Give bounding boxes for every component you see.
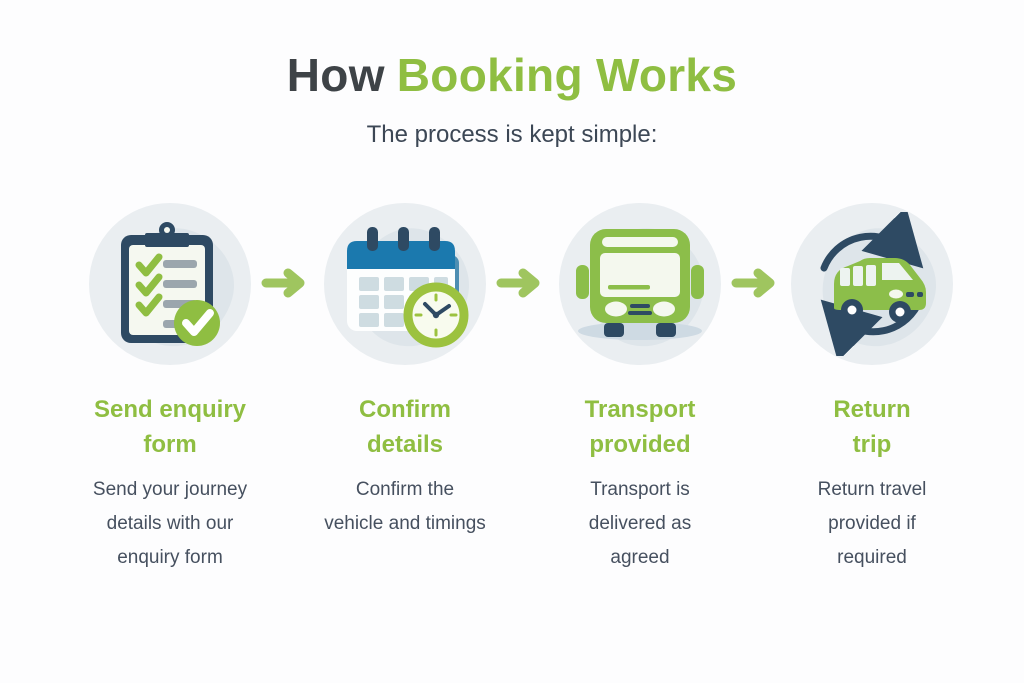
- step2-desc-line2: vehicle and timings: [324, 513, 486, 534]
- step4-desc-line3: required: [837, 547, 907, 568]
- step4-heading-line2: trip: [852, 431, 892, 458]
- step3-icon-circle: [559, 203, 721, 365]
- page-title-dark-part: How: [286, 49, 385, 101]
- step-confirm-details: Confirm details Confirm the vehicle and …: [290, 203, 520, 541]
- step1-heading-line2: form: [143, 431, 197, 458]
- step4-heading: Return trip: [833, 392, 910, 462]
- arrow-right-icon: [261, 268, 305, 298]
- step1-heading-line1: Send enquiry: [93, 396, 247, 423]
- step1-desc-line2: details with our: [106, 513, 234, 534]
- step3-heading-line1: Transport: [584, 396, 696, 423]
- bus-icon: [576, 229, 704, 340]
- step-send-enquiry-form: Send enquiry form Send your journey deta…: [55, 203, 285, 575]
- step2-heading-line2: details: [366, 431, 444, 458]
- step3-heading-line2: provided: [589, 431, 691, 458]
- step1-desc-line3: enquiry form: [117, 547, 223, 568]
- step2-description: Confirm the vehicle and timings: [324, 473, 486, 541]
- step4-icon-circle: [791, 203, 953, 365]
- step3-desc-line3: agreed: [610, 547, 670, 568]
- step4-desc-line2: provided if: [828, 513, 916, 534]
- step-return-trip: Return trip Return travel provided if re…: [757, 203, 987, 575]
- step2-heading-line1: Confirm: [359, 396, 451, 423]
- step-transport-provided: Transport provided Transport is delivere…: [525, 203, 755, 575]
- step2-desc-line1: Confirm the: [355, 479, 455, 500]
- page-title-green-part: Booking Works: [396, 49, 738, 101]
- step4-heading-line1: Return: [833, 396, 911, 423]
- step1-heading: Send enquiry form: [94, 392, 246, 462]
- calendar-clock-icon: [347, 227, 469, 348]
- step1-description: Send your journey details with our enqui…: [93, 473, 247, 575]
- step1-desc-line1: Send your journey: [92, 479, 248, 500]
- step3-desc-line2: delivered as: [588, 513, 692, 534]
- step1-icon-circle: [89, 203, 251, 365]
- step2-heading: Confirm details: [359, 392, 451, 462]
- step4-desc-line1: Return travel: [817, 479, 927, 500]
- step2-icon-circle: [324, 203, 486, 365]
- step3-desc-line1: Transport is: [590, 479, 690, 500]
- step4-description: Return travel provided if required: [818, 473, 927, 575]
- van-return-loop-icon: [820, 212, 926, 356]
- step3-description: Transport is delivered as agreed: [589, 473, 691, 575]
- clock-face: [403, 282, 469, 348]
- clipboard-checklist-icon: [121, 222, 220, 346]
- arrow-right-icon: [496, 268, 540, 298]
- step3-heading: Transport provided: [585, 392, 696, 462]
- arrow-right-icon: [731, 268, 775, 298]
- page-subtitle: The process is kept simple:: [366, 121, 658, 148]
